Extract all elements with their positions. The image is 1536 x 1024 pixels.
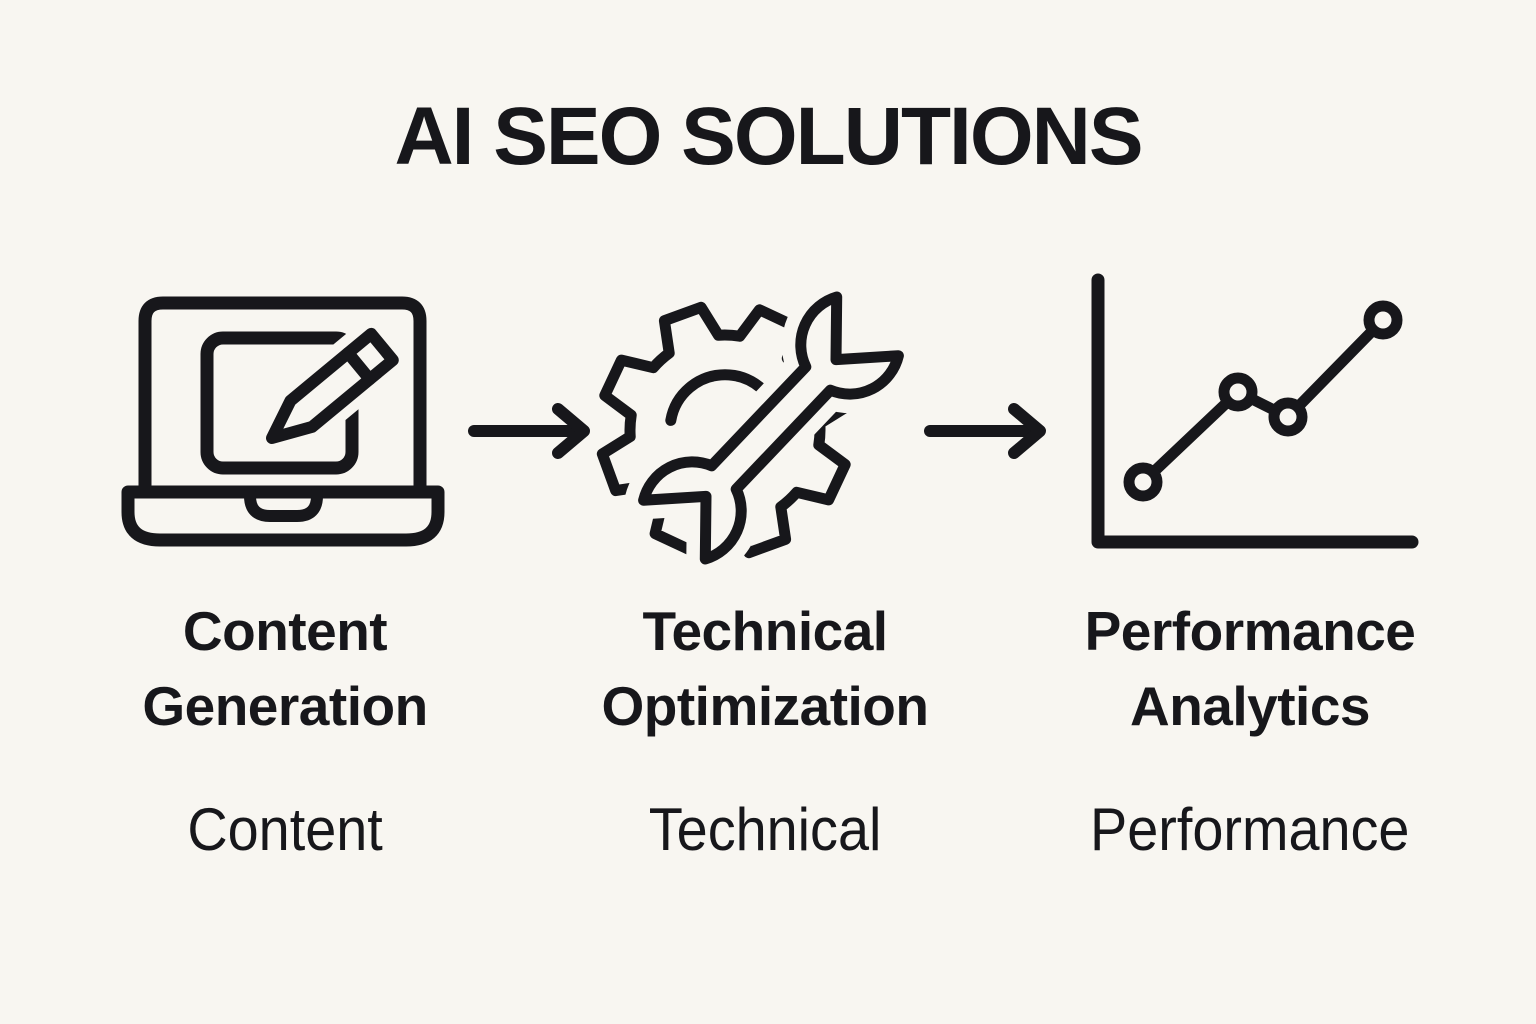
heading-line: Technical (642, 600, 888, 662)
step-sublabel-technical: Technical (648, 796, 882, 863)
data-point (1218, 372, 1258, 412)
step-heading-technical-optimization: Technical Optimization (540, 594, 990, 744)
step-heading-content-generation: Content Generation (60, 594, 510, 744)
step-sublabel-performance: Performance (1090, 796, 1410, 863)
step-sublabel-content: Content (187, 796, 383, 863)
pencil-eraser-line (342, 347, 376, 386)
data-point (1268, 397, 1308, 437)
pencil (266, 327, 399, 444)
arrow-right-icon (468, 403, 590, 459)
data-point (1363, 300, 1403, 340)
wrench-halo (624, 278, 918, 578)
step-heading-performance-analytics: Performance Analytics (1025, 594, 1475, 744)
arrow-right-icon (924, 403, 1046, 459)
laptop-screen (138, 296, 427, 499)
heading-line: Content (182, 600, 388, 662)
laptop-base-notch (244, 486, 323, 522)
page-title: AI SEO SOLUTIONS (394, 91, 1143, 182)
heading-line: Analytics (1129, 674, 1371, 737)
gear-wrench-icon (596, 278, 918, 578)
chart-trend-line (1137, 314, 1389, 488)
wrench (638, 291, 904, 565)
laptop-base (121, 485, 445, 547)
laptop-edit-icon (121, 296, 445, 547)
heading-line: Performance (1084, 600, 1416, 662)
line-chart-icon (1091, 273, 1419, 549)
pencil-halo (256, 317, 409, 454)
chart-axes (1091, 273, 1419, 549)
data-point (1123, 462, 1163, 502)
heading-line: Generation (142, 674, 428, 737)
heading-line: Optimization (601, 674, 929, 737)
